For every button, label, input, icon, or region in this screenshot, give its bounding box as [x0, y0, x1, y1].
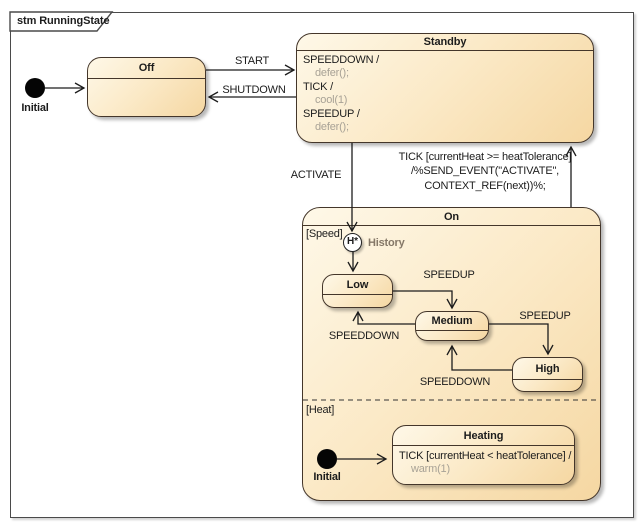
transition-speeddown-high-medium[interactable] [446, 344, 512, 371]
state-standby-internal-transitions: SPEEDDOWN / defer(); TICK / cool(1) SPEE… [297, 51, 593, 134]
state-heating-title: Heating [393, 426, 574, 446]
transition-speedup-low-medium[interactable] [393, 290, 458, 310]
heating-event-action: warm(1) [411, 463, 450, 476]
initial-pseudostate-heat[interactable] [317, 449, 337, 469]
state-heating[interactable]: Heating TICK [currentHeat < heatToleranc… [392, 425, 575, 485]
transition-tick-on-standby[interactable] [565, 145, 577, 207]
state-on-title: On [303, 208, 600, 226]
standby-event-trigger: SPEEDDOWN / [303, 54, 380, 66]
state-low-title: Low [323, 275, 392, 295]
region-speed-label: [Speed] [306, 228, 343, 240]
frame-tab-shape [9, 11, 114, 32]
transition-shutdown-label: SHUTDOWN [222, 84, 286, 96]
transition-speeddown2-label: SPEEDDOWN [419, 376, 491, 388]
state-high[interactable]: High [512, 357, 583, 392]
transition-initial-to-off[interactable] [45, 82, 86, 94]
history-pseudostate-icon[interactable]: H* [343, 233, 362, 252]
state-low[interactable]: Low [322, 274, 393, 308]
transition-activate-label: ACTIVATE [290, 169, 342, 181]
transition-start[interactable] [206, 64, 296, 76]
initial-heat-label: Initial [313, 471, 341, 483]
transition-initial-to-heating[interactable] [337, 453, 388, 465]
initial-pseudostate-main[interactable] [25, 78, 45, 98]
state-medium-title: Medium [416, 312, 488, 331]
initial-main-label: Initial [21, 102, 49, 114]
standby-event-action: defer(); [315, 121, 349, 134]
standby-event-action: cool(1) [315, 94, 348, 107]
transition-shutdown[interactable] [207, 91, 296, 103]
transition-speedup1-label: SPEEDUP [423, 269, 475, 281]
state-off[interactable]: Off [87, 57, 206, 117]
heating-event-trigger: TICK [currentHeat < heatTolerance] / [399, 450, 572, 462]
transition-speedup2-label: SPEEDUP [519, 310, 571, 322]
transition-history-to-low[interactable] [347, 252, 359, 273]
transition-speeddown1-label: SPEEDDOWN [328, 330, 400, 342]
diagram-title: stm RunningState [17, 15, 110, 27]
state-off-title: Off [88, 58, 205, 79]
transition-activate[interactable] [346, 143, 358, 233]
state-standby[interactable]: Standby SPEEDDOWN / defer(); TICK / cool… [296, 33, 594, 143]
transition-speedup-medium-high[interactable] [489, 323, 554, 356]
state-high-title: High [513, 358, 582, 380]
history-label: History [368, 237, 405, 249]
transition-tick-label: TICK [currentHeat >= heatTolerance] /%SE… [398, 151, 572, 192]
transition-start-label: START [234, 55, 270, 67]
standby-event-action: defer(); [315, 67, 349, 80]
state-medium[interactable]: Medium [415, 311, 489, 341]
standby-event-trigger: TICK / [303, 80, 333, 93]
transition-speeddown-medium-low[interactable] [352, 310, 415, 325]
standby-event-trigger: SPEEDUP / [303, 107, 360, 120]
state-heating-internal-transitions: TICK [currentHeat < heatTolerance] / war… [393, 446, 574, 477]
region-heat-label: [Heat] [306, 404, 335, 416]
state-standby-title: Standby [297, 34, 593, 51]
